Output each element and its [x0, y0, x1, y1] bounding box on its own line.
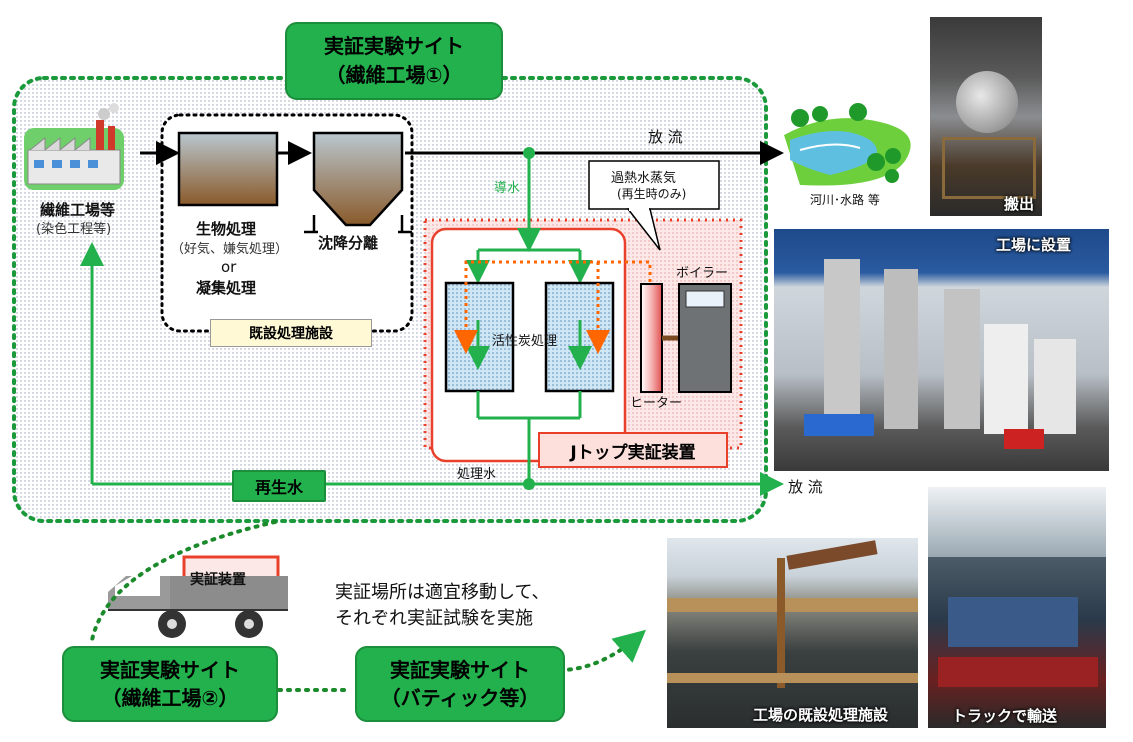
- factory-sub: (染色工程等): [36, 222, 112, 237]
- photo-carry-out: 搬出: [930, 17, 1042, 216]
- site1-line2: （繊維工場①）: [325, 63, 463, 87]
- factory-label: 繊維工場等: [40, 201, 116, 219]
- photo-carry-out-caption: 搬出: [1004, 195, 1035, 213]
- reclaimed-water-label: 再生水: [232, 470, 326, 502]
- site1-title: 実証実験サイト （繊維工場①）: [285, 22, 503, 100]
- move-text-line1: 実証場所は適宜移動して、: [335, 582, 550, 603]
- photo-truck: トラックで輸送: [928, 487, 1106, 728]
- photo-existing: 工場の既設処理施設: [667, 538, 918, 728]
- site1-line1: 実証実験サイト: [324, 34, 464, 58]
- discharge-top: 放 流: [648, 128, 683, 146]
- coag-label: 凝集処理: [196, 279, 257, 297]
- photo-installed-caption: 工場に設置: [996, 236, 1072, 254]
- photo-existing-caption: 工場の既設処理施設: [753, 706, 889, 724]
- truck-cargo-label: 実証装置: [190, 572, 246, 588]
- intake-label: 導水: [494, 181, 521, 196]
- carbon-label: 活性炭処理: [492, 334, 558, 349]
- existing-facility-label: 既設処理施設: [210, 319, 372, 347]
- jtop-label: Jトップ実証装置: [538, 432, 728, 468]
- site2-title: 実証実験サイト （繊維工場②）: [62, 646, 278, 722]
- site3-line2: （バティック等）: [380, 686, 540, 710]
- site3-line1: 実証実験サイト: [390, 658, 530, 682]
- site2-line1: 実証実験サイト: [100, 658, 240, 682]
- photo-truck-caption: トラックで輸送: [952, 707, 1058, 725]
- bio-or: or: [221, 258, 237, 276]
- river-label: 河川･水路 等: [810, 193, 880, 207]
- boiler-label: ボイラー: [676, 266, 729, 281]
- site2-line2: （繊維工場②）: [101, 686, 239, 710]
- settle-label: 沈降分離: [318, 234, 379, 252]
- steam-line1: 過熱水蒸気: [611, 171, 677, 186]
- move-text-line2: それぞれ実証試験を実施: [335, 608, 533, 629]
- bio-sub: （好気、嫌気処理）: [171, 242, 289, 257]
- heater-label: ヒーター: [630, 396, 683, 411]
- discharge-bottom: 放 流: [788, 478, 823, 496]
- photo-installed: 工場に設置: [774, 229, 1109, 471]
- treated-water-label: 処理水: [457, 467, 497, 482]
- steam-line2: (再生時のみ): [617, 187, 687, 201]
- bio-label: 生物処理: [196, 220, 257, 238]
- site3-title: 実証実験サイト （バティック等）: [355, 646, 565, 722]
